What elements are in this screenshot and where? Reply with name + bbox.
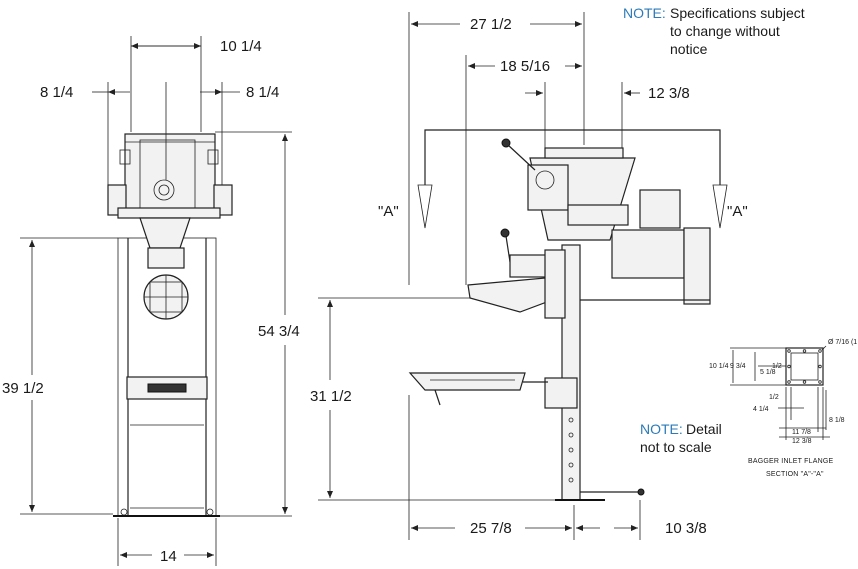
flange-outer (785, 347, 824, 386)
dim-side-shelf-height: 31 1/2 (310, 388, 352, 405)
flange-dim-width-outer: 12 3/8 (792, 438, 812, 445)
dim-front-total-height: 54 3/4 (258, 323, 300, 340)
section-line-a (424, 129, 721, 185)
dim-side-base-left: 25 7/8 (470, 520, 512, 537)
dim-side-inlet-offset: 18 5/16 (500, 58, 550, 75)
flange-caption-line2: SECTION "A"-"A" (766, 471, 824, 478)
side-drive-block (567, 204, 629, 226)
side-upper-lever (507, 144, 536, 171)
side-shelf (408, 372, 526, 391)
side-shelf-bracket (544, 377, 578, 409)
front-valve (147, 247, 185, 269)
section-label-left: "A" (378, 203, 399, 220)
spec-note-line2: to change without (670, 23, 780, 39)
front-crossbar (117, 207, 221, 219)
side-motor (611, 229, 685, 279)
dim-front-left-offset: 8 1/4 (40, 84, 73, 101)
dim-side-overall-top: 27 1/2 (470, 16, 512, 33)
flange-dim-offset: 5 1/8 (760, 369, 776, 376)
flange-dim-width-inner: 11 7/8 (792, 429, 811, 436)
dim-front-lower-height: 39 1/2 (2, 380, 44, 397)
flange-dim-half-b: 1/2 (769, 394, 779, 401)
flange-dim-quarter: 4 1/4 (753, 406, 769, 413)
side-gear-housing (527, 164, 569, 211)
front-hopper-box (124, 133, 216, 217)
front-view: 10 1/4 8 1/4 8 1/4 54 3/4 39 1/2 14 (2, 36, 300, 566)
dim-side-inlet-right: 12 3/8 (648, 85, 690, 102)
flange-detail: Ø 7/16 (1 10 1/4 9 3/4 5 1/8 1/2 1/2 4 1… (709, 339, 857, 478)
spec-note-key: NOTE: (623, 5, 666, 21)
detail-note: NOTE: Detail not to scale (640, 421, 722, 455)
flange-caption-line1: BAGGER INLET FLANGE (748, 458, 833, 465)
side-motor-top (639, 189, 681, 229)
dim-side-base-right: 10 3/8 (665, 520, 707, 537)
front-chute (139, 217, 191, 249)
detail-note-key: NOTE: (640, 421, 683, 437)
side-lower-lever (505, 235, 511, 263)
side-view: 27 1/2 18 5/16 12 3/8 "A" "A" 31 1/2 25 … (310, 12, 748, 540)
front-upper-wheel (153, 179, 175, 201)
flange-dim-height-inner: 9 3/4 (730, 363, 746, 370)
spec-note-line3: notice (670, 41, 708, 57)
dim-front-top-width: 10 1/4 (220, 38, 262, 55)
spec-note: NOTE: Specifications subject to change w… (623, 5, 805, 57)
flange-dim-height-outer: 10 1/4 (709, 363, 729, 370)
spec-note-line1: Specifications subject (670, 5, 805, 21)
flange-inner (790, 352, 819, 381)
detail-note-line1: Detail (686, 421, 722, 437)
side-inlet-flange (544, 147, 624, 159)
dim-front-right-offset: 8 1/4 (246, 84, 279, 101)
side-motor-end (683, 227, 711, 305)
side-clamp-plate (544, 249, 566, 319)
flange-dim-half-a: 1/2 (772, 363, 782, 370)
section-label-right: "A" (727, 203, 748, 220)
dim-front-base-width: 14 (160, 548, 177, 565)
flange-hole-callout: Ø 7/16 (1 (828, 339, 857, 346)
side-spout (467, 277, 553, 313)
flange-dim-side: 8 1/8 (829, 417, 845, 424)
detail-note-line2: not to scale (640, 439, 712, 455)
